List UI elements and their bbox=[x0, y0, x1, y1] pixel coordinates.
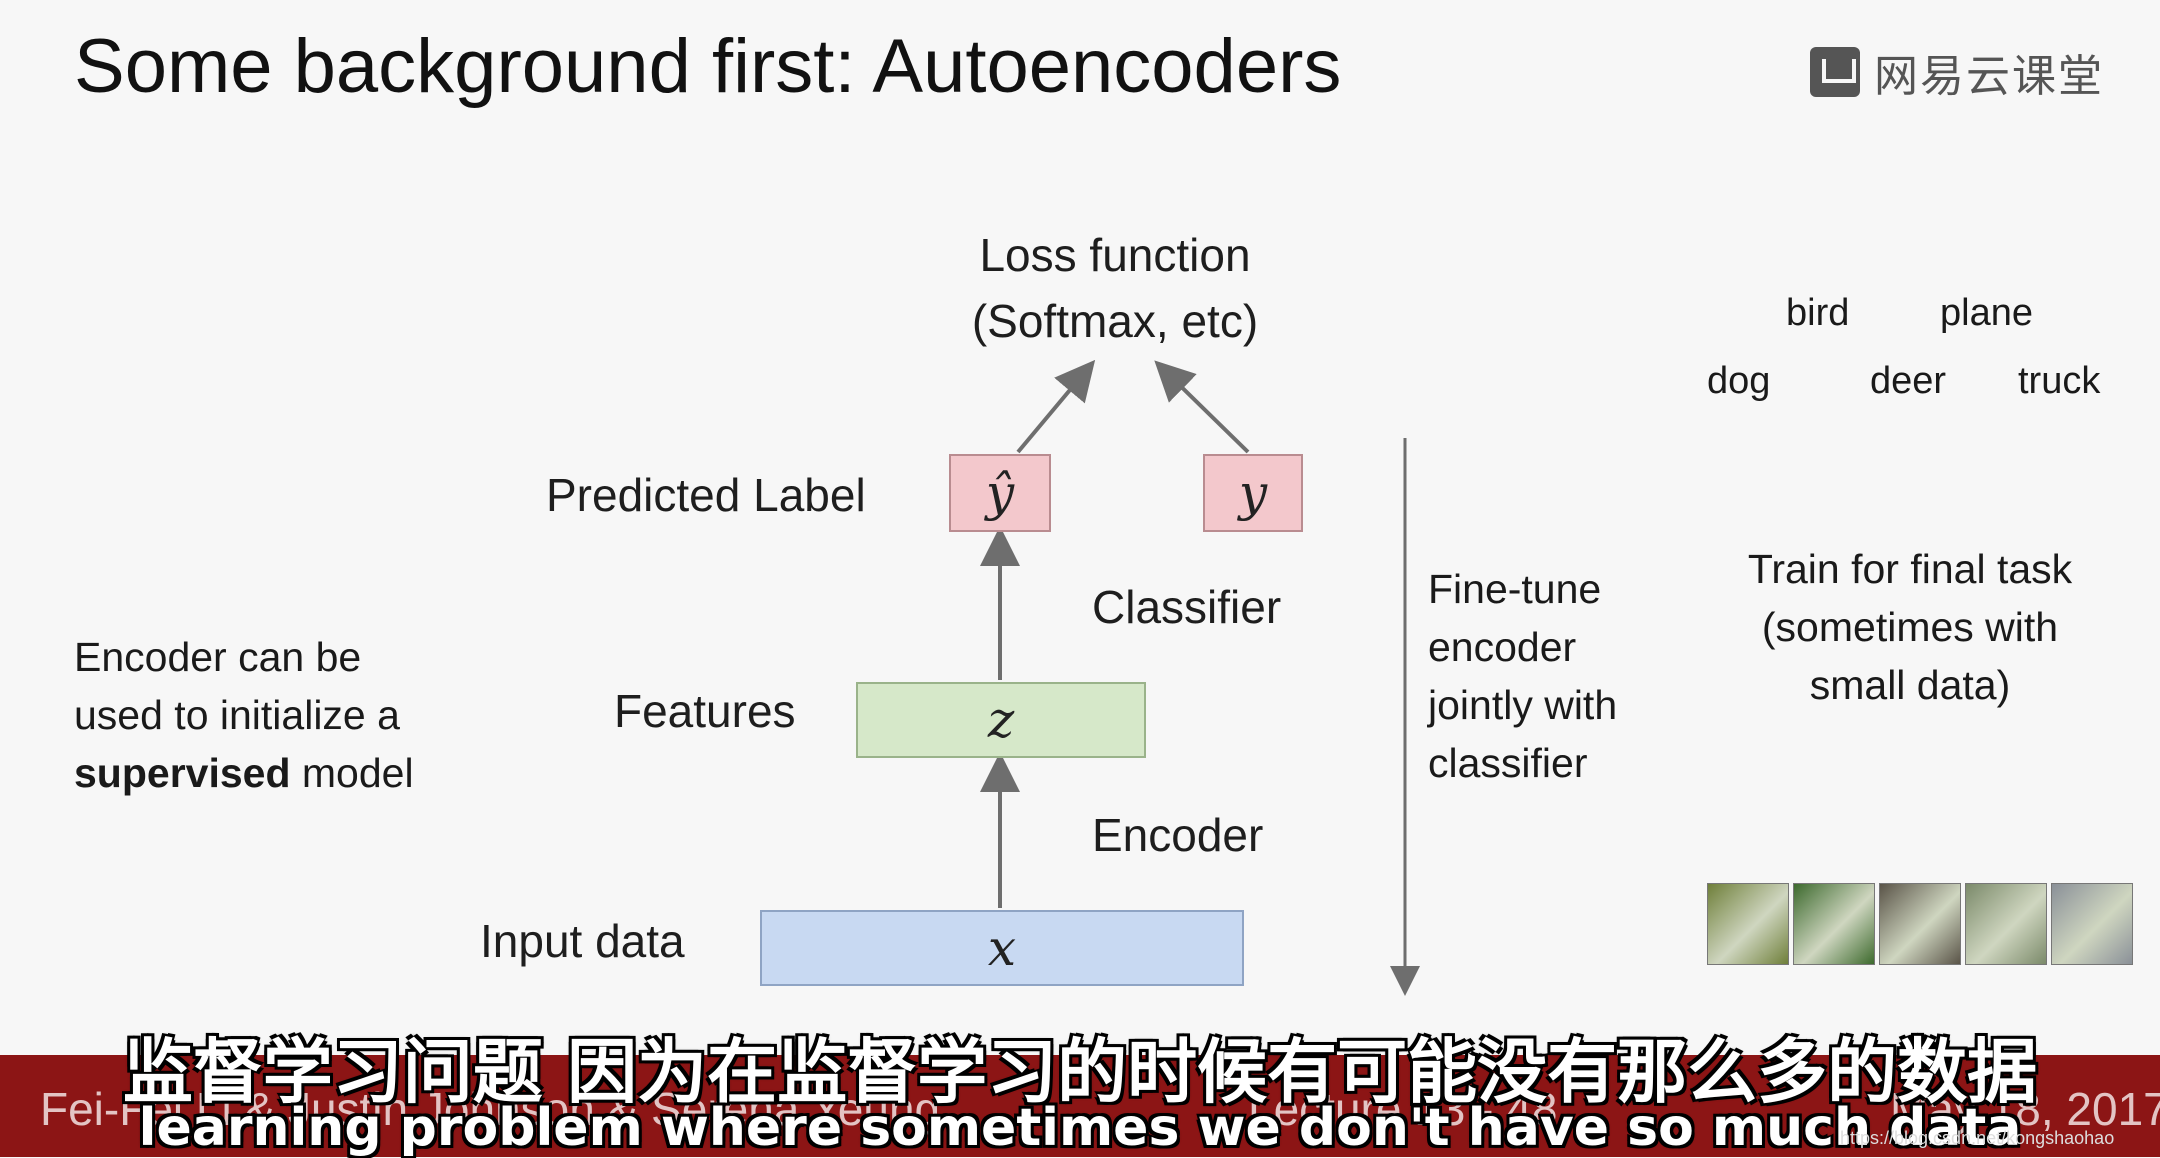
finetune-line4: classifier bbox=[1428, 740, 1588, 786]
footer-date: May 18, 2017 bbox=[1890, 1083, 2160, 1135]
model-text: model bbox=[290, 750, 414, 796]
subtitle-english: learning problem where sometimes we don'… bbox=[138, 1098, 2022, 1158]
train-line3: small data) bbox=[1809, 662, 2011, 708]
train-line1: Train for final task bbox=[1747, 546, 2073, 592]
footer-authors: Fei-Fei Li & Justin Johnson & Serena Yeu… bbox=[40, 1083, 941, 1135]
dog-thumbnail bbox=[1707, 883, 1789, 965]
deer-thumbnail bbox=[1879, 883, 1961, 965]
train-line2: (sometimes with bbox=[1761, 604, 2059, 650]
class-bird: bird bbox=[1786, 292, 1850, 334]
train-note: Train for final task (sometimes with sma… bbox=[1680, 540, 2140, 714]
subtitle-chinese: 监督学习问题 因为在监督学习的时候有可能没有那么多的数据 bbox=[122, 1031, 2038, 1113]
predicted-label-text: Predicted Label bbox=[546, 469, 866, 521]
loss-function-detail: (Softmax, etc) bbox=[971, 295, 1259, 347]
encoder-label: Encoder bbox=[1092, 809, 1264, 861]
finetune-line2: encoder bbox=[1428, 624, 1577, 670]
logo-text: 网易云课堂 bbox=[1874, 51, 2104, 102]
input-data-label: Input data bbox=[480, 915, 685, 967]
class-dog: dog bbox=[1707, 360, 1771, 402]
netease-logo: 网易云课堂 bbox=[1810, 40, 2104, 104]
truck-thumbnail bbox=[2051, 883, 2133, 965]
x-box: x bbox=[760, 910, 1244, 986]
finetune-line1: Fine-tune bbox=[1428, 566, 1602, 612]
encoder-note-line3: supervised model bbox=[74, 744, 414, 802]
arrow-yhat-to-loss bbox=[1016, 359, 1096, 454]
encoder-note-line2: used to initialize a bbox=[74, 692, 400, 738]
classifier-label: Classifier bbox=[1092, 581, 1282, 633]
slide-title: Some background first: Autoencoders bbox=[74, 24, 1342, 109]
class-deer: deer bbox=[1870, 360, 1947, 402]
example-images bbox=[1707, 883, 2133, 965]
book-icon bbox=[1810, 47, 1860, 97]
csdn-watermark: https://blog.csdn.net/kongshaohao bbox=[1840, 1128, 2115, 1148]
arrow-y-to-loss bbox=[1154, 360, 1250, 454]
features-label: Features bbox=[614, 685, 796, 737]
y-hat-box: ŷ bbox=[949, 454, 1051, 532]
finetune-note: Fine-tune encoder jointly with classifie… bbox=[1428, 560, 1617, 792]
bird-thumbnail bbox=[1793, 883, 1875, 965]
footer-bar bbox=[0, 1055, 2160, 1157]
encoder-note: Encoder can be used to initialize a supe… bbox=[74, 628, 414, 802]
plane-thumbnail bbox=[1965, 883, 2047, 965]
y-box: y bbox=[1203, 454, 1303, 532]
loss-function-label: Loss function bbox=[979, 229, 1251, 281]
z-box: z bbox=[856, 682, 1146, 758]
class-plane: plane bbox=[1940, 292, 2033, 334]
finetune-line3: jointly with bbox=[1428, 682, 1618, 728]
footer-lecture: Lecture 13 - 48 bbox=[1248, 1083, 1558, 1135]
class-truck: truck bbox=[2018, 360, 2101, 402]
supervised-bold: supervised bbox=[74, 750, 291, 796]
encoder-note-line1: Encoder can be bbox=[74, 634, 362, 680]
